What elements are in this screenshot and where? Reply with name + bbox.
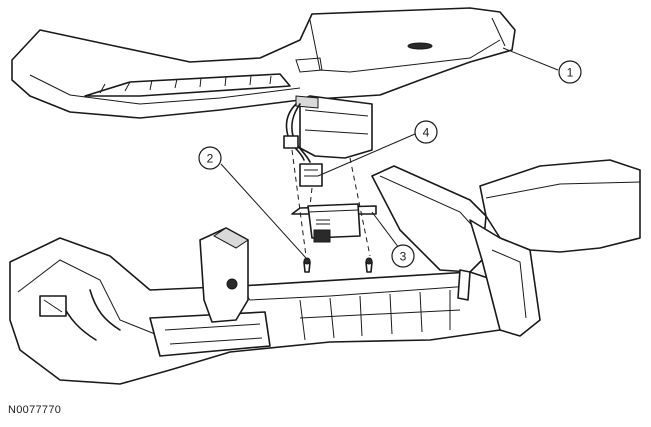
figure-reference-code: N0077770 (8, 404, 62, 416)
callout-4-label: 4 (423, 126, 430, 140)
armrest-console (371, 159, 641, 337)
electronic-module (291, 203, 377, 243)
callout-leaders (220, 47, 559, 259)
wiring-harness (283, 103, 323, 187)
callout-1: 1 (558, 60, 582, 84)
alignment-lines (291, 149, 371, 257)
callout-2: 2 (198, 146, 222, 170)
callout-2-label: 2 (207, 152, 214, 166)
callout-3-label: 3 (400, 250, 407, 264)
screws (303, 257, 373, 273)
instrument-panel-trim (11, 7, 516, 119)
callout-1-label: 1 (567, 66, 574, 80)
floor-console (9, 227, 501, 385)
callout-4: 4 (414, 120, 438, 144)
module-housing (295, 95, 373, 159)
callout-3: 3 (391, 244, 415, 268)
